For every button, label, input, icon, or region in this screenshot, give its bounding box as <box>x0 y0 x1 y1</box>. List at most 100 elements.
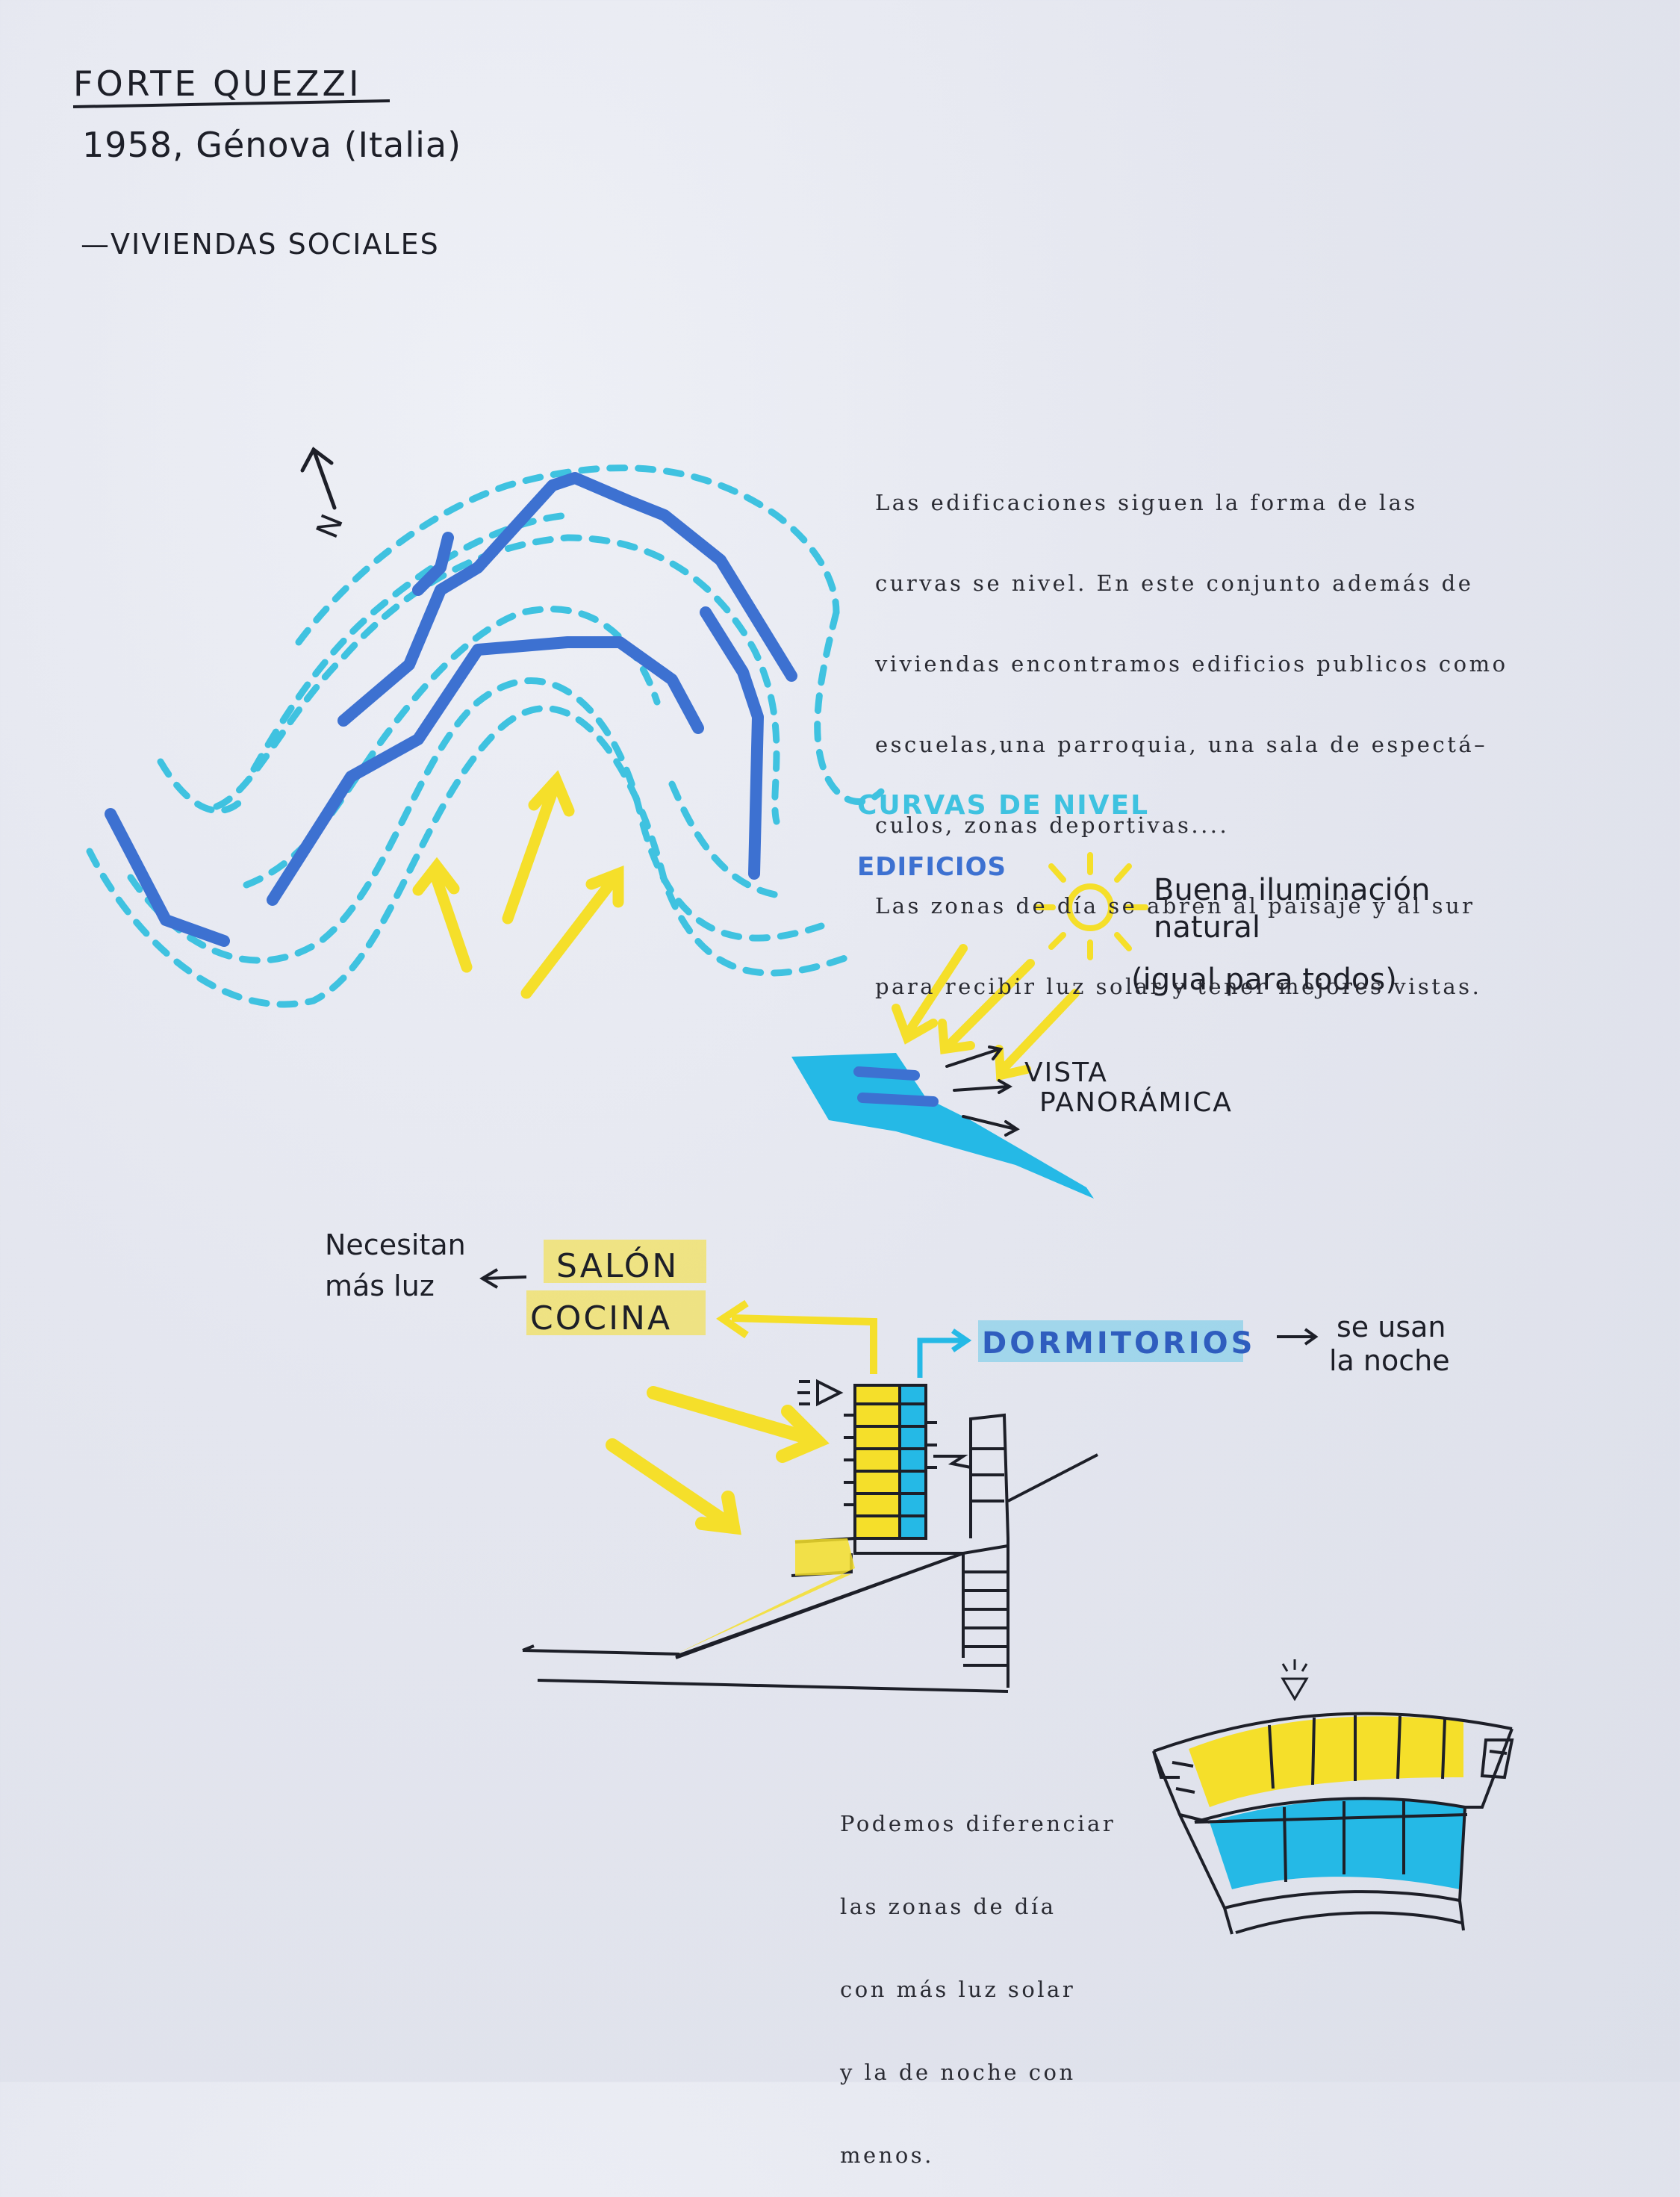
sun-note: Buena iluminación natural (igual para to… <box>1131 873 1430 997</box>
night-arrow <box>917 1337 963 1378</box>
building-block <box>412 532 454 596</box>
night-note-line1: se usan <box>1337 1311 1446 1343</box>
contour-line <box>295 464 840 646</box>
ground-line <box>522 1644 1009 1693</box>
plan-corridor <box>1194 1813 1468 1824</box>
sun-arrow <box>520 875 618 999</box>
contour-lines <box>86 464 885 1008</box>
legend-buildings: EDIFICIOS <box>857 852 1007 882</box>
description-line: viviendas encontramos edificios publicos… <box>875 651 1508 677</box>
building-block <box>267 636 704 906</box>
need-light-line1: Necesitan <box>325 1228 466 1261</box>
view-arrow <box>962 1115 1020 1137</box>
terrain-fill <box>791 1053 1094 1199</box>
sun-rays <box>1033 852 1148 960</box>
sunlight-ray-head <box>892 1004 938 1045</box>
eye-icon <box>797 1379 844 1407</box>
legend-contours: CURVAS DE NIVEL <box>857 790 1149 821</box>
plan-day-zone <box>1189 1716 1463 1807</box>
night-highlight <box>978 1320 1243 1362</box>
tower-floors <box>855 1385 926 1538</box>
plan-night-zone <box>1210 1799 1465 1889</box>
sunlight-ray-head <box>995 1045 1031 1081</box>
contour-line <box>668 780 788 900</box>
north-arrow-head <box>300 447 334 473</box>
plan-day-walls <box>1268 1715 1446 1789</box>
contour-line <box>127 677 825 964</box>
view-arrow <box>953 1079 1013 1094</box>
retaining-wall <box>962 1538 1009 1688</box>
plan-note-line: las zonas de día <box>840 1894 1057 1919</box>
night-zone <box>900 1385 926 1538</box>
plan-left-end <box>1152 1750 1233 1935</box>
description-line: culos, zonas deportivas.... <box>875 812 1230 838</box>
title-underline <box>72 99 391 108</box>
view-note-line1: VISTA <box>1024 1057 1108 1088</box>
building-block <box>337 472 797 727</box>
sun-note-line1: Buena iluminación <box>1154 873 1430 907</box>
section-sun-arrow <box>647 1386 813 1444</box>
plan-inner-edge <box>1235 1911 1463 1934</box>
plan-note-text: Podemos diferenciar las zonas de día con… <box>840 1755 1116 2197</box>
north-label: N <box>310 509 350 543</box>
date-place: 1958, Génova (Italia) <box>82 125 461 165</box>
day-arrow-head <box>716 1299 749 1339</box>
night-arrow-head <box>951 1329 972 1352</box>
sun-arrow-head <box>585 866 624 908</box>
sun-arrow-head <box>412 857 460 896</box>
plan-eye-icon <box>1281 1659 1309 1701</box>
sun-icon <box>1033 852 1148 960</box>
building-section <box>522 1379 1098 1693</box>
sketch-drawing: FORTE QUEZZI 1958, Génova (Italia) —VIVI… <box>72 63 1514 1935</box>
contour-line <box>814 609 885 805</box>
sun-arrow <box>502 786 559 925</box>
title-block: FORTE QUEZZI 1958, Génova (Italia) —VIVI… <box>72 63 461 261</box>
contour-line <box>250 512 571 773</box>
building-block <box>105 808 230 947</box>
day-label-line1: SALÓN <box>556 1246 679 1285</box>
floor-plan <box>1152 1659 1514 1935</box>
section-sun-arrow-head <box>695 1491 741 1535</box>
mini-buildings <box>853 1066 939 1107</box>
description-line: Las edificaciones siguen la forma de las <box>875 490 1418 515</box>
section-sun-arrow <box>606 1438 735 1530</box>
slope-line <box>675 1552 964 1658</box>
sun-arrows <box>412 770 624 999</box>
plan-note-line: Podemos diferenciar <box>840 1811 1116 1836</box>
plan-middle-edge <box>1194 1797 1466 1824</box>
day-zone <box>855 1385 900 1538</box>
sun-note-line2: natural <box>1154 910 1260 945</box>
sun-arrow-head <box>528 770 575 817</box>
tower-balconies <box>844 1414 937 1506</box>
need-light-line2: más luz <box>325 1270 435 1302</box>
rear-block <box>969 1413 1009 1539</box>
tower-outline <box>853 1384 927 1540</box>
day-label-line2: COCINA <box>530 1299 672 1337</box>
contour-line <box>213 534 780 825</box>
project-subtitle: —VIVIENDAS SOCIALES <box>81 228 440 261</box>
night-note-line2: la noche <box>1329 1344 1450 1377</box>
sunlight-ray <box>905 944 968 1035</box>
building-blocks <box>105 472 797 947</box>
section-sun-arrow-head <box>776 1405 830 1463</box>
view-arrow <box>945 1045 1004 1068</box>
wave-mark <box>933 1455 971 1469</box>
project-title: FORTE QUEZZI <box>73 63 362 104</box>
day-arrow <box>731 1314 877 1374</box>
plan-note-line: y la de noche con <box>840 2060 1076 2085</box>
view-note-line2: PANORÁMICA <box>1039 1087 1233 1118</box>
slope-fill <box>676 1538 855 1654</box>
plan-right-core <box>1480 1738 1514 1780</box>
day-highlight <box>544 1240 706 1283</box>
sun-disc <box>1066 883 1114 931</box>
sunlight-ray <box>944 959 1035 1050</box>
description-line: curvas se nivel. En este conjunto además… <box>875 571 1474 596</box>
plan-note-line: menos. <box>840 2142 934 2168</box>
north-arrow-shaft <box>311 447 337 510</box>
plan-outer-edge <box>1153 1712 1513 1753</box>
plan-note-line: con más luz solar <box>840 1977 1076 2002</box>
contour-line <box>86 705 855 1008</box>
description-line: escuelas,una parroquia, una sala de espe… <box>875 732 1488 757</box>
plan-inner-edge <box>1224 1890 1460 1909</box>
plan-left-core <box>1152 1750 1195 1794</box>
